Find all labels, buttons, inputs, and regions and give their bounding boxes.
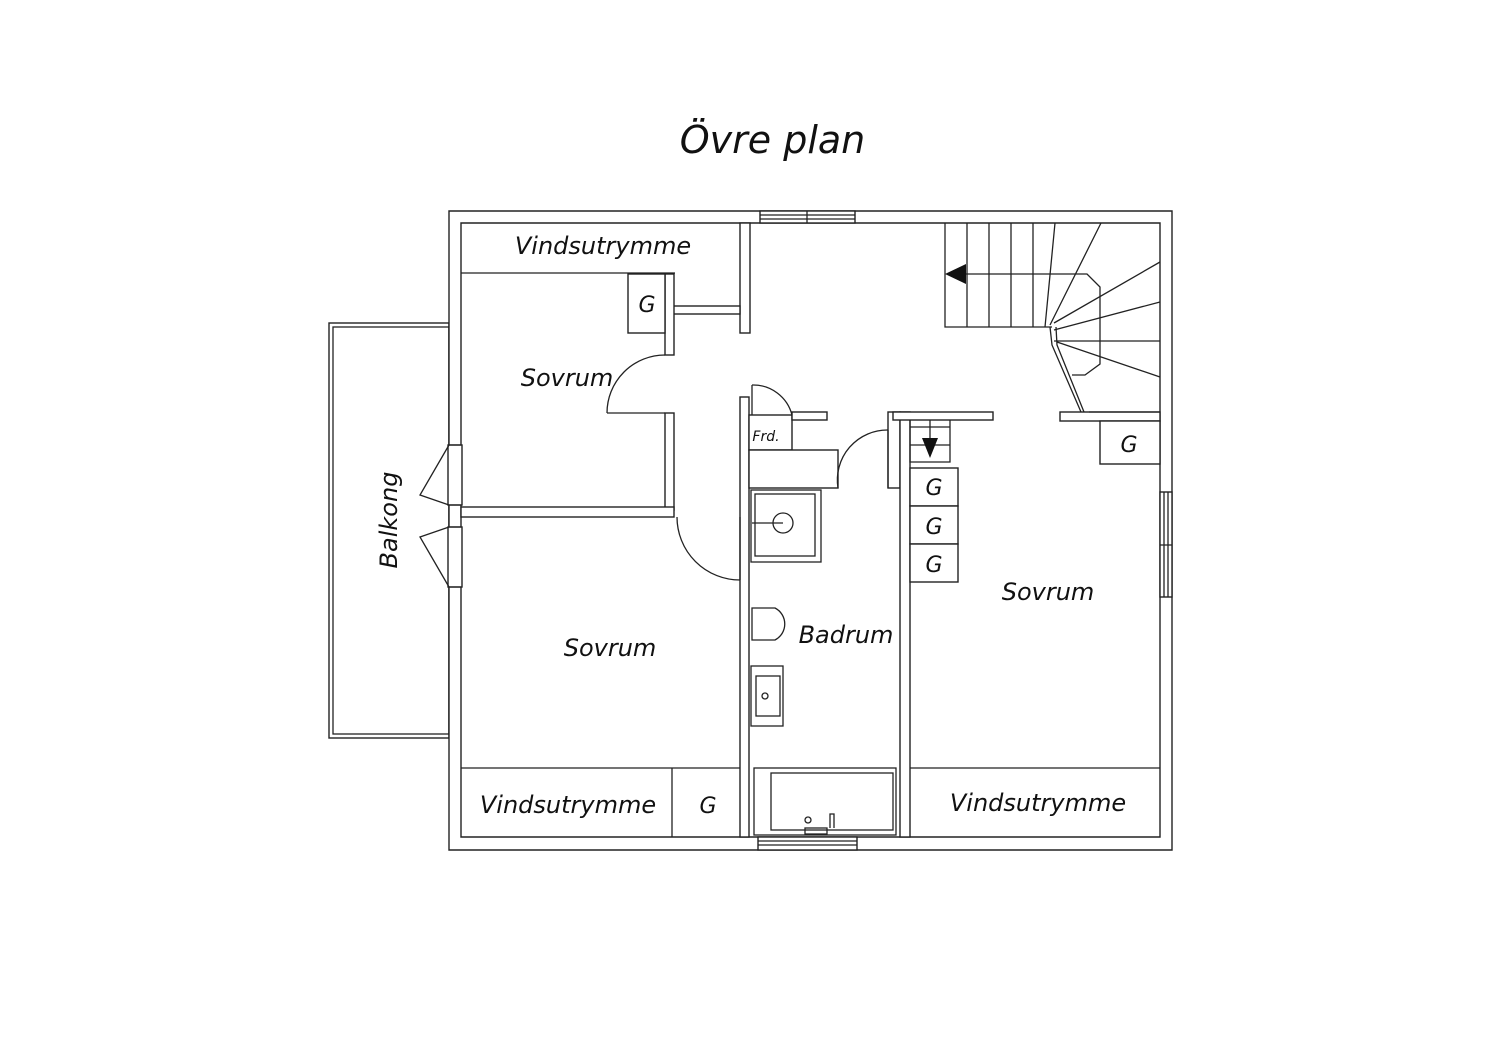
closet-label: G [1120,433,1137,458]
sink [750,665,784,727]
door-arcs [606,354,889,581]
interior-walls [460,222,1161,838]
closet-label: G [925,476,942,501]
balcony [328,322,450,739]
stair-arrow-icon [945,264,966,284]
room-label-sovrum-bottom-left: Sovrum [564,634,657,662]
room-label-sovrum-top-left: Sovrum [521,364,614,392]
room-label-badrum: Badrum [799,621,894,649]
balcony-doors [419,444,461,588]
closet-label: G [925,553,942,578]
floor-title: Övre plan [679,118,866,162]
closet-label: G [638,293,655,318]
room-label-sovrum-right: Sovrum [1002,578,1095,606]
bathtub [753,767,897,836]
room-label-frd: Frd. [752,429,779,445]
stair-down-arrow-icon [922,438,938,458]
room-label-balkong: Balkong [375,472,403,569]
staircase [944,222,1161,413]
shower [750,489,822,563]
room-label-vindsutrymme-bottom-right: Vindsutrymme [950,789,1126,817]
window-bottom [757,836,858,851]
small-stair [909,420,951,463]
toilet [751,607,786,641]
outer-wall [448,210,1173,851]
window-right [1159,491,1173,598]
closet-label: G [925,515,942,540]
closet-label: G [699,794,716,819]
room-label-vindsutrymme-bottom-left: Vindsutrymme [480,791,656,819]
window-top [759,210,856,224]
room-label-vindsutrymme-top: Vindsutrymme [515,232,691,260]
